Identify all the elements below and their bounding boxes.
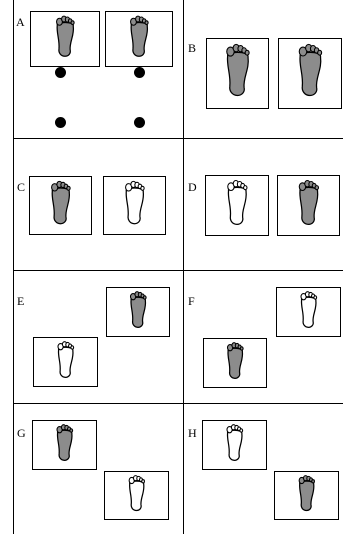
- footprint-icon: [277, 288, 340, 336]
- panel-label: A: [15, 15, 26, 29]
- foot-sole: [300, 187, 318, 224]
- foot-sole: [300, 52, 321, 95]
- foot-toe: [67, 186, 70, 190]
- footprint-icon: [105, 472, 168, 519]
- foot-toe: [240, 347, 243, 350]
- footprint-icon: [104, 177, 165, 234]
- footprint-box: [203, 338, 267, 388]
- grid-row-divider-1: [13, 138, 343, 139]
- foot-toe: [143, 296, 146, 299]
- foot-sole: [227, 52, 248, 95]
- footprint-icon: [207, 39, 268, 108]
- foot-toe: [314, 296, 317, 299]
- footprint-box: [277, 175, 340, 236]
- panel-label: F: [187, 294, 196, 308]
- foot-toe: [142, 480, 145, 483]
- foot-toe: [71, 346, 74, 349]
- footprint-box: [30, 11, 100, 67]
- footprint-icon: [107, 288, 169, 336]
- grid-row-divider-3: [13, 403, 343, 404]
- footprint-box: [33, 337, 98, 387]
- footprint-icon: [279, 39, 341, 108]
- footprint-icon: [106, 12, 172, 66]
- foot-sole: [58, 347, 73, 377]
- foot-toe: [141, 186, 144, 190]
- foot-sole: [301, 297, 316, 327]
- foot-sole: [227, 430, 242, 460]
- foot-toe: [312, 480, 315, 483]
- footprint-icon: [33, 421, 96, 469]
- footprint-box: [29, 176, 92, 235]
- footprint-box: [104, 471, 169, 520]
- panel-label: H: [187, 426, 198, 440]
- foot-toe: [145, 21, 148, 25]
- footprint-box: [276, 287, 341, 337]
- footprint-box: [103, 176, 166, 235]
- foot-sole: [228, 348, 243, 378]
- foot-sole: [52, 188, 69, 224]
- foot-toe: [240, 429, 243, 432]
- footprint-icon: [275, 472, 338, 519]
- foot-toe: [70, 429, 73, 432]
- foot-toe: [318, 50, 322, 55]
- footprint-box: [274, 471, 339, 520]
- footprint-icon: [30, 177, 91, 234]
- panel-label: B: [187, 41, 197, 55]
- footprint-icon: [203, 421, 266, 469]
- foot-sole: [300, 481, 314, 510]
- footprint-box: [105, 11, 173, 67]
- marker-dot: [134, 117, 145, 128]
- footprint-box: [106, 287, 170, 337]
- footprint-box: [278, 38, 342, 109]
- marker-dot: [55, 67, 66, 78]
- foot-sole: [228, 187, 246, 224]
- footprint-icon: [34, 338, 97, 386]
- grid-center-divider: [183, 0, 184, 534]
- marker-dot: [55, 117, 66, 128]
- foot-toe: [315, 186, 318, 190]
- footprint-icon: [204, 339, 266, 387]
- foot-sole: [57, 430, 72, 460]
- foot-sole: [126, 188, 143, 224]
- foot-sole: [131, 22, 147, 56]
- foot-toe: [71, 21, 74, 25]
- grid-row-divider-2: [13, 270, 343, 271]
- foot-sole: [130, 481, 144, 510]
- foot-sole: [131, 297, 146, 327]
- footprint-icon: [31, 12, 99, 66]
- footprint-icon: [206, 176, 268, 235]
- panel-label: D: [187, 180, 198, 194]
- marker-dot: [134, 67, 145, 78]
- footprint-box: [206, 38, 269, 109]
- panel-label: E: [16, 294, 25, 308]
- foot-toe: [245, 50, 249, 55]
- grid-left-border: [13, 0, 14, 534]
- panel-label: C: [16, 180, 26, 194]
- panel-label: G: [16, 426, 27, 440]
- foot-sole: [57, 22, 73, 56]
- foot-toe: [244, 186, 247, 190]
- footprint-box: [32, 420, 97, 470]
- footprint-icon: [278, 176, 339, 235]
- footprint-box: [205, 175, 269, 236]
- footprint-box: [202, 420, 267, 470]
